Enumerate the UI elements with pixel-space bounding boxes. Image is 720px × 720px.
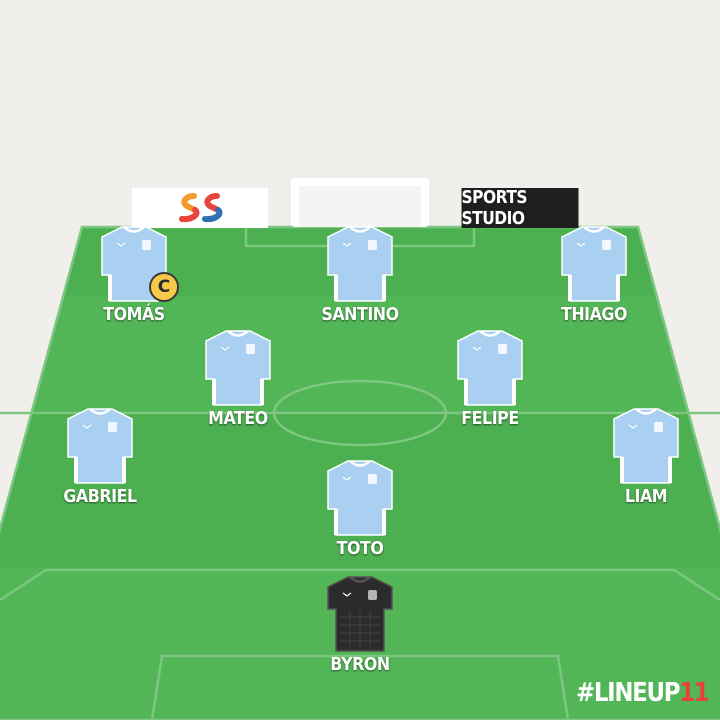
player-name: FELIPE [461,408,519,429]
jersey-icon [327,460,393,536]
jersey-icon [205,330,271,406]
player-card[interactable]: LIAM [576,407,716,508]
player-card[interactable]: FELIPE [420,329,560,430]
player-name: LIAM [624,486,668,507]
player-name: TOMÁS [103,304,165,325]
player-card[interactable]: THIAGO [524,225,664,326]
player-card[interactable]: GABRIEL [30,407,170,508]
ss-logo-icon [179,193,223,223]
jersey-icon [67,408,133,484]
player-card[interactable]: C TOMÁS [64,225,204,326]
goalkeeper-jersey-icon [327,576,393,652]
jersey-icon [561,226,627,302]
jersey-icon [457,330,523,406]
jersey-icon [613,408,679,484]
captain-badge: C [149,272,179,302]
player-card[interactable]: SANTINO [290,225,430,326]
player-card[interactable]: MATEO [168,329,308,430]
brand-name-badge: SPORTS STUDIO [461,187,579,229]
brand-logo [132,188,268,228]
pitch-markings [0,225,720,720]
player-name: TOTO [336,538,384,559]
player-name: SANTINO [321,304,399,325]
hashtag-number: 11 [678,678,710,708]
lineup-hashtag: #LINEUP11 [575,678,710,708]
goal-net [299,186,421,227]
player-card[interactable]: TOTO [290,459,430,560]
player-name: THIAGO [560,304,628,325]
player-name: MATEO [208,408,268,429]
hashtag-text: #LINEUP [575,678,680,708]
goalkeeper-card[interactable]: BYRON [290,575,430,676]
jersey-icon [327,226,393,302]
player-name: GABRIEL [63,486,137,507]
player-name: BYRON [330,654,390,675]
